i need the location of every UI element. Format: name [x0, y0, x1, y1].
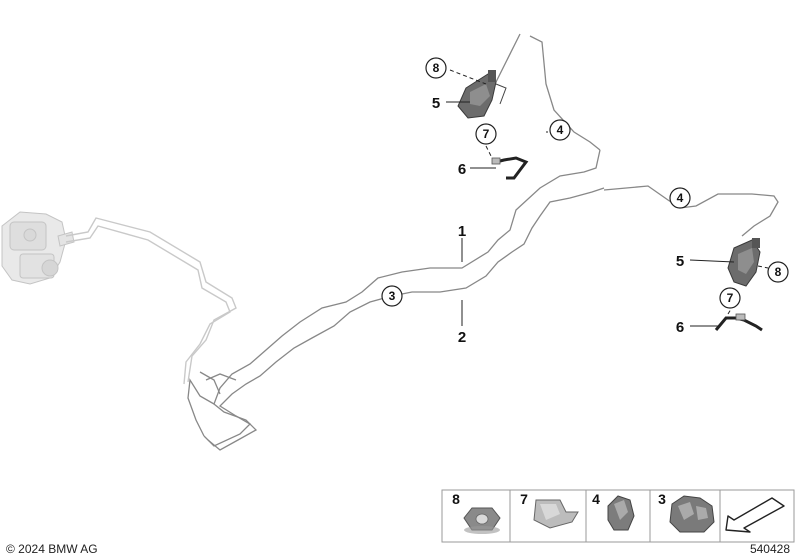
svg-text:4: 4 — [557, 123, 564, 137]
svg-text:8: 8 — [433, 61, 440, 75]
right-brake-hose — [714, 313, 763, 332]
callout-3: 3 — [381, 285, 403, 307]
callout-6-top: 6 — [458, 161, 466, 178]
direction-arrow-icon — [725, 497, 785, 533]
callout-6-right: 6 — [676, 319, 684, 336]
copyright-text: © 2024 BMW AG — [6, 542, 98, 556]
brake-line-1 — [207, 149, 601, 451]
tray-label-7: 7 — [520, 491, 528, 507]
tray-label-3: 3 — [658, 491, 666, 507]
callout-4-top: 4 — [549, 119, 571, 141]
double-line-clip-icon — [669, 495, 715, 533]
upper-brake-hose — [491, 156, 529, 180]
brake-line-bundle — [187, 33, 779, 451]
callout-5-top: 5 — [432, 95, 440, 112]
upper-brake-hose-bracket — [457, 70, 507, 119]
parts-tray: 8 7 4 3 — [441, 489, 795, 543]
tray-label-8: 8 — [452, 491, 460, 507]
single-line-clip-icon — [607, 495, 635, 531]
hydraulic-unit-lines — [65, 217, 237, 385]
bracket-clip-icon — [533, 499, 579, 529]
svg-text:8: 8 — [775, 265, 782, 279]
callout-4-right: 4 — [669, 187, 691, 209]
callout-1: 1 — [458, 223, 466, 240]
callout-8-right: 8 — [767, 261, 789, 283]
hydraulic-unit — [1, 211, 75, 285]
svg-text:4: 4 — [677, 191, 684, 205]
svg-text:7: 7 — [727, 291, 734, 305]
svg-text:7: 7 — [483, 127, 490, 141]
diagram-number: 540428 — [750, 542, 790, 556]
plain-callouts: 5 6 1 2 5 6 — [432, 95, 684, 346]
callout-2: 2 — [458, 329, 466, 346]
leader-lines — [446, 69, 769, 327]
callout-7-right: 7 — [719, 287, 741, 309]
right-brake-hose-bracket — [727, 238, 761, 287]
svg-text:3: 3 — [389, 289, 396, 303]
callout-8-top: 8 — [425, 57, 447, 79]
circled-callouts: 8 7 4 4 3 8 7 — [381, 57, 789, 309]
tray-label-4: 4 — [592, 491, 600, 507]
flange-nut-icon — [463, 507, 501, 534]
callout-5-right: 5 — [676, 253, 684, 270]
callout-7-top: 7 — [475, 123, 497, 145]
